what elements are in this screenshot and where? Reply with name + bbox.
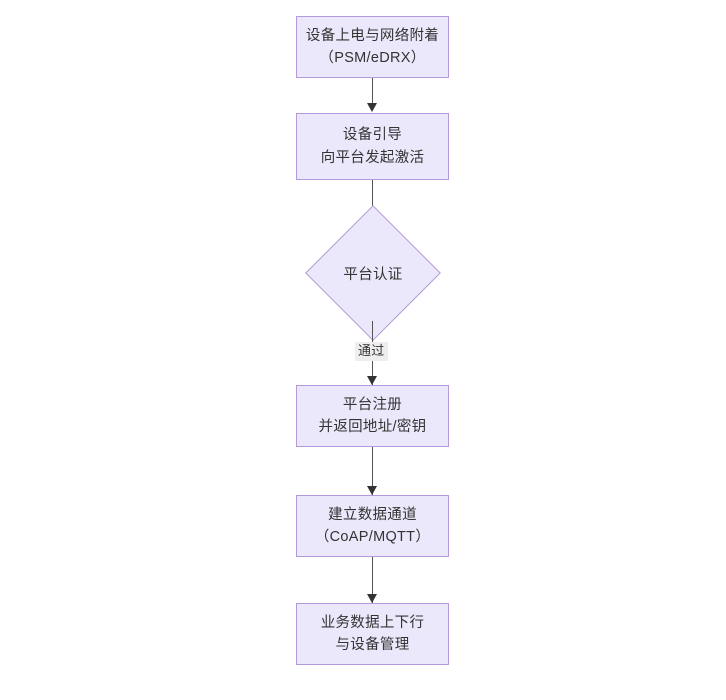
flow-node-label-line1: 平台注册 — [342, 396, 403, 413]
flow-node-platform-auth-decision[interactable]: 平台认证 — [305, 205, 441, 341]
flow-node-label-line1: 业务数据上下行 — [320, 614, 425, 631]
flow-node-label-line1: 平台认证 — [343, 266, 403, 283]
flow-node-device-bootstrap[interactable]: 设备引导 向平台发起激活 — [296, 113, 449, 180]
flow-node-label-line1: 建立数据通道 — [328, 506, 417, 523]
connector-line-n2-n3 — [372, 180, 373, 225]
arrowhead-n1-n2 — [367, 103, 377, 112]
flow-node-label-line1: 设备上电与网络附着 — [305, 27, 440, 44]
arrowhead-n5-n6 — [367, 594, 377, 603]
flow-node-label-line2: 并返回地址/密钥 — [318, 419, 427, 435]
edge-label-pass: 通过 — [355, 342, 388, 361]
flow-node-platform-registration[interactable]: 平台注册 并返回地址/密钥 — [296, 385, 449, 447]
flow-node-label-line2: （PSM/eDRX） — [319, 50, 426, 66]
flow-node-data-channel[interactable]: 建立数据通道 （CoAP/MQTT） — [296, 495, 449, 557]
flow-node-label-line2: （CoAP/MQTT） — [314, 529, 431, 545]
flow-node-label-line2: 与设备管理 — [335, 637, 410, 653]
arrowhead-n4-n5 — [367, 486, 377, 495]
flow-node-label-line1: 设备引导 — [342, 127, 403, 144]
arrowhead-n3-n4 — [367, 376, 377, 385]
flow-node-business-data[interactable]: 业务数据上下行 与设备管理 — [296, 603, 449, 665]
connector-line-n5-n6 — [372, 557, 373, 603]
connector-line-n4-n5 — [372, 447, 373, 495]
connector-line-n1-n2 — [372, 78, 373, 105]
flow-node-device-power-on[interactable]: 设备上电与网络附着 （PSM/eDRX） — [296, 16, 449, 78]
flow-node-label-line2: 向平台发起激活 — [320, 149, 425, 166]
